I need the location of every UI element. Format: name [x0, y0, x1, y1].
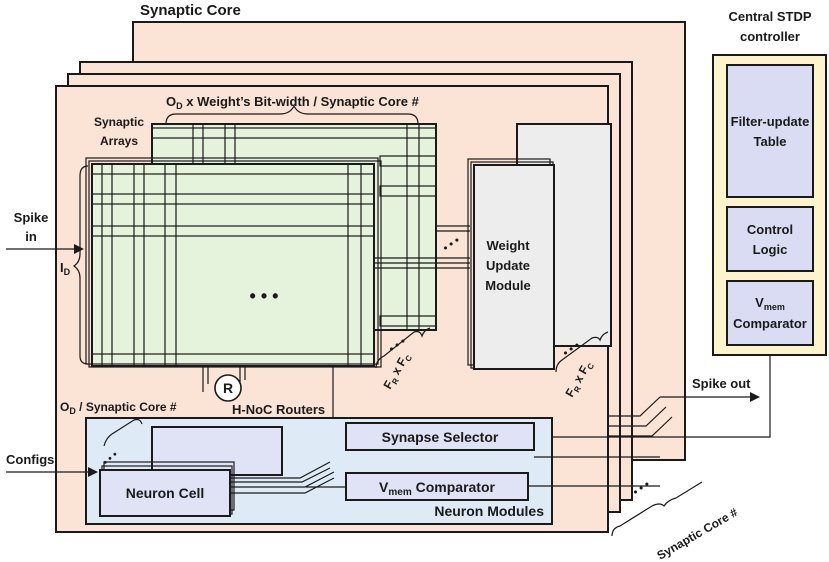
front-array-row-2 [91, 193, 375, 205]
back-array-row-1 [151, 127, 437, 139]
control-logic-label-line2: Logic [753, 242, 788, 257]
od-bitwidth-label: OD x Weight’s Bit-width / Synaptic Core … [166, 94, 420, 111]
stack-wire-3 [608, 416, 673, 437]
neuron-cell-front [99, 469, 231, 517]
front-array-row-3 [91, 225, 375, 237]
synaptic-arrays-label-line1: Synaptic [94, 115, 144, 129]
front-array-row-1 [91, 163, 375, 175]
spike-in-label-line2: in [25, 229, 37, 244]
spike-in-label-line1: Spike [14, 210, 49, 225]
filter-update-label-line2: Table [754, 134, 787, 149]
fr-fc-brace-array [375, 327, 431, 369]
fr-fc-label-array: FR x FC [380, 350, 414, 392]
filter-update-table [726, 64, 814, 198]
neuron-vmem-comparator-box [345, 472, 529, 501]
id-label: ID [60, 260, 71, 277]
stdp-controller-title-line2: controller [740, 29, 800, 44]
filter-update-label-line1: Filter-update [731, 114, 810, 129]
front-array-column-gold [133, 163, 145, 367]
synaptic-array-front [91, 163, 375, 367]
router-letter: R [223, 380, 233, 396]
spike-out-label: Spike out [692, 376, 751, 391]
neuron-modules-label: Neuron Modules [434, 503, 544, 519]
neuron-bus-2 [230, 467, 331, 483]
core-count-dots: • • • [631, 478, 652, 498]
back-array-row-3 [379, 185, 437, 197]
synaptic-core-count-label: Synaptic Core # [655, 505, 741, 562]
weight-update-module-front [473, 164, 555, 370]
neuron-bus-4 [230, 477, 335, 494]
synaptic-arrays-label-line2: Arrays [100, 134, 138, 148]
configs-label: Configs [6, 452, 54, 467]
neuron-cell-back [151, 426, 283, 476]
stdp-controller-title-line1: Central STDP [728, 9, 811, 24]
control-logic-label-line1: Control [747, 222, 793, 237]
fr-fc-brace-module [555, 331, 609, 373]
stdp-comparator-label: Comparator [733, 316, 807, 331]
od-core-label: OD / Synaptic Core # [60, 400, 177, 416]
stdp-feedback-wire [552, 355, 771, 438]
neuron-bus-3 [230, 471, 335, 488]
id-brace [72, 165, 89, 365]
weight-update-label-line1: Weight [486, 238, 530, 253]
stdp-vmem-label: Vmem [755, 295, 785, 312]
neuron-cell-brace [103, 418, 143, 447]
neuron-vmem-comparator-label: Vmem Comparator [379, 479, 495, 498]
neuron-bus-1 [230, 461, 331, 479]
synapse-selector-label: Synapse Selector [382, 429, 499, 445]
synapse-selector-box [345, 422, 535, 451]
h-noc-routers-label: H-NoC Routers [232, 402, 325, 417]
synaptic-array-ellipsis: • • • [250, 286, 279, 306]
back-array-row-4 [379, 315, 437, 327]
neuron-cell-label: Neuron Cell [126, 485, 205, 501]
stack-wire-1 [608, 396, 661, 417]
control-logic-box [726, 206, 814, 272]
synaptic-core-title: Synaptic Core [140, 2, 241, 19]
front-array-column-cream [101, 163, 113, 367]
core-count-brace [611, 481, 703, 537]
h-noc-router-icon [214, 374, 242, 402]
front-array-column-yellow [164, 163, 177, 367]
weight-update-label-line3: Module [485, 278, 531, 293]
back-array-column-navy [406, 123, 420, 331]
front-array-column-brown [347, 163, 362, 367]
front-array-row-4 [91, 353, 375, 365]
stack-wire-2 [608, 406, 667, 427]
stdp-vmem-comparator-box [726, 280, 814, 346]
weight-update-label-line2: Update [486, 258, 530, 273]
top-brace [165, 104, 419, 125]
